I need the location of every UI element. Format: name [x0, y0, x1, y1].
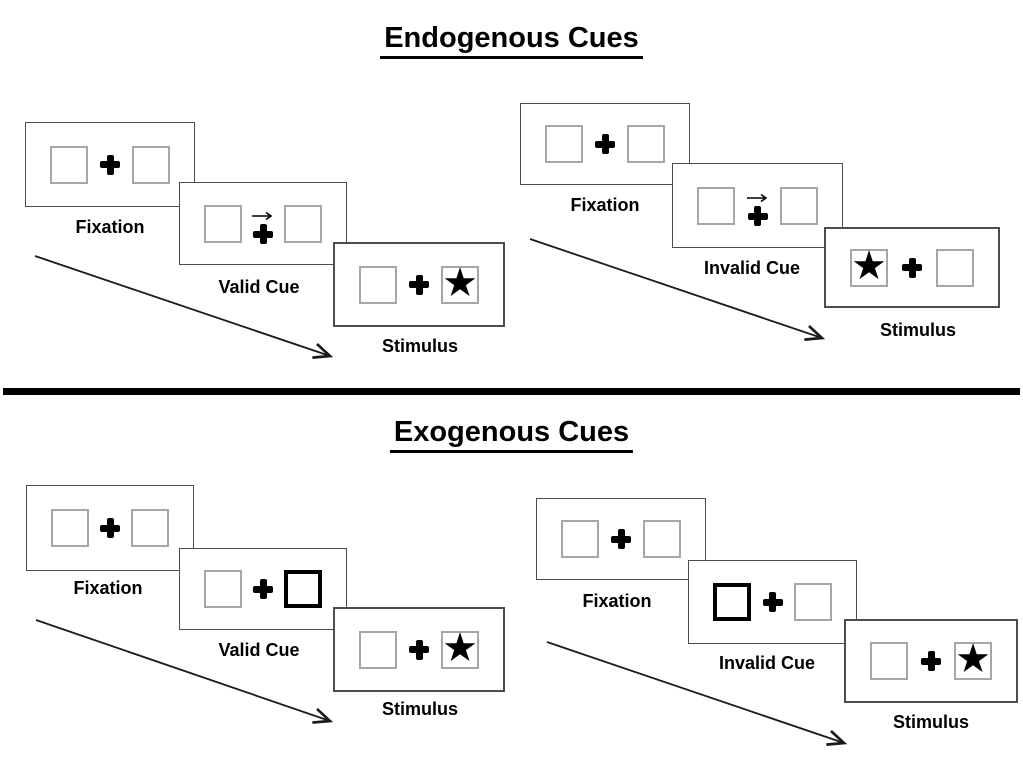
panel-exogenous-invalid-stimulus: ★	[844, 619, 1018, 703]
label-fixation: Fixation	[73, 578, 143, 598]
label-stimulus: Stimulus	[892, 712, 970, 732]
right-box-with-star: ★	[441, 625, 479, 670]
panel-exogenous-invalid-cue	[688, 560, 857, 644]
time-arrow-endogenous-invalid	[529, 238, 826, 341]
right-box	[131, 509, 169, 547]
left-box-with-star: ★	[850, 243, 888, 288]
endogenous-section-title: Endogenous Cues	[0, 22, 1023, 59]
right-box	[643, 520, 681, 558]
panel-exogenous-valid-cue	[179, 548, 347, 630]
fixation-cross-icon	[747, 206, 768, 226]
fixation-cross-icon	[902, 257, 922, 278]
fixation-cross-icon	[100, 154, 120, 175]
panel-endogenous-invalid-stimulus: ★	[824, 227, 1000, 308]
right-box	[936, 248, 974, 287]
right-box	[284, 204, 322, 243]
panel-exogenous-invalid-fixation	[536, 498, 706, 580]
panel-endogenous-valid-fixation	[25, 122, 195, 207]
label-stimulus: Stimulus	[381, 336, 459, 356]
time-arrow-endogenous-valid	[34, 255, 334, 359]
fixation-cross-icon	[595, 134, 615, 154]
right-box	[132, 145, 170, 184]
label-fixation: Fixation	[75, 217, 145, 237]
right-box-with-star: ★	[954, 637, 992, 681]
left-box	[697, 186, 735, 225]
fixation-cross-icon	[253, 224, 273, 244]
label-stimulus: Stimulus	[381, 699, 459, 719]
panel-endogenous-valid-cue	[179, 182, 347, 265]
cue-direction-arrow-icon	[746, 193, 767, 203]
left-box	[561, 520, 599, 558]
right-box	[627, 125, 665, 163]
fixation-cross-icon	[409, 274, 429, 295]
star-icon: ★	[442, 260, 478, 305]
exogenous-section-title: Exogenous Cues	[0, 416, 1023, 453]
title-text: Exogenous Cues	[389, 416, 634, 453]
left-box	[204, 204, 242, 243]
time-arrow-exogenous-valid	[35, 619, 334, 724]
left-box-highlighted-cue	[713, 583, 751, 621]
label-valid-cue: Valid Cue	[218, 640, 300, 660]
right-box-highlighted-cue	[284, 570, 322, 608]
left-box	[545, 125, 583, 163]
cue-direction-arrow-icon	[252, 211, 273, 221]
left-box	[870, 642, 908, 680]
fixation-cross-icon	[253, 579, 273, 599]
fixation-cross-icon	[100, 518, 120, 538]
panel-endogenous-invalid-cue	[672, 163, 843, 248]
star-icon: ★	[955, 637, 991, 681]
label-fixation: Fixation	[582, 591, 652, 611]
label-fixation: Fixation	[570, 195, 640, 215]
fixation-cross-icon	[762, 592, 783, 612]
label-invalid-cue: Invalid Cue	[703, 258, 801, 278]
left-box	[51, 509, 89, 547]
panel-exogenous-valid-stimulus: ★	[333, 607, 505, 692]
time-arrow-exogenous-invalid	[546, 641, 848, 746]
panel-endogenous-valid-stimulus: ★	[333, 242, 505, 327]
fixation-cross-icon	[921, 651, 941, 671]
right-box	[780, 186, 818, 225]
left-box	[359, 265, 397, 304]
panel-endogenous-invalid-fixation	[520, 103, 690, 185]
title-text: Endogenous Cues	[380, 22, 643, 59]
star-icon: ★	[851, 243, 887, 288]
panel-exogenous-valid-fixation	[26, 485, 194, 571]
star-icon: ★	[442, 625, 478, 670]
section-divider-line	[3, 388, 1020, 395]
fixation-cross-icon	[409, 639, 429, 660]
left-box	[359, 630, 397, 669]
label-invalid-cue: Invalid Cue	[718, 653, 816, 673]
right-box	[794, 583, 832, 621]
fixation-cross-icon	[611, 529, 631, 549]
left-box	[50, 145, 88, 184]
left-box	[204, 570, 242, 608]
right-box-with-star: ★	[441, 260, 479, 305]
label-valid-cue: Valid Cue	[218, 277, 300, 297]
label-stimulus: Stimulus	[879, 320, 957, 340]
